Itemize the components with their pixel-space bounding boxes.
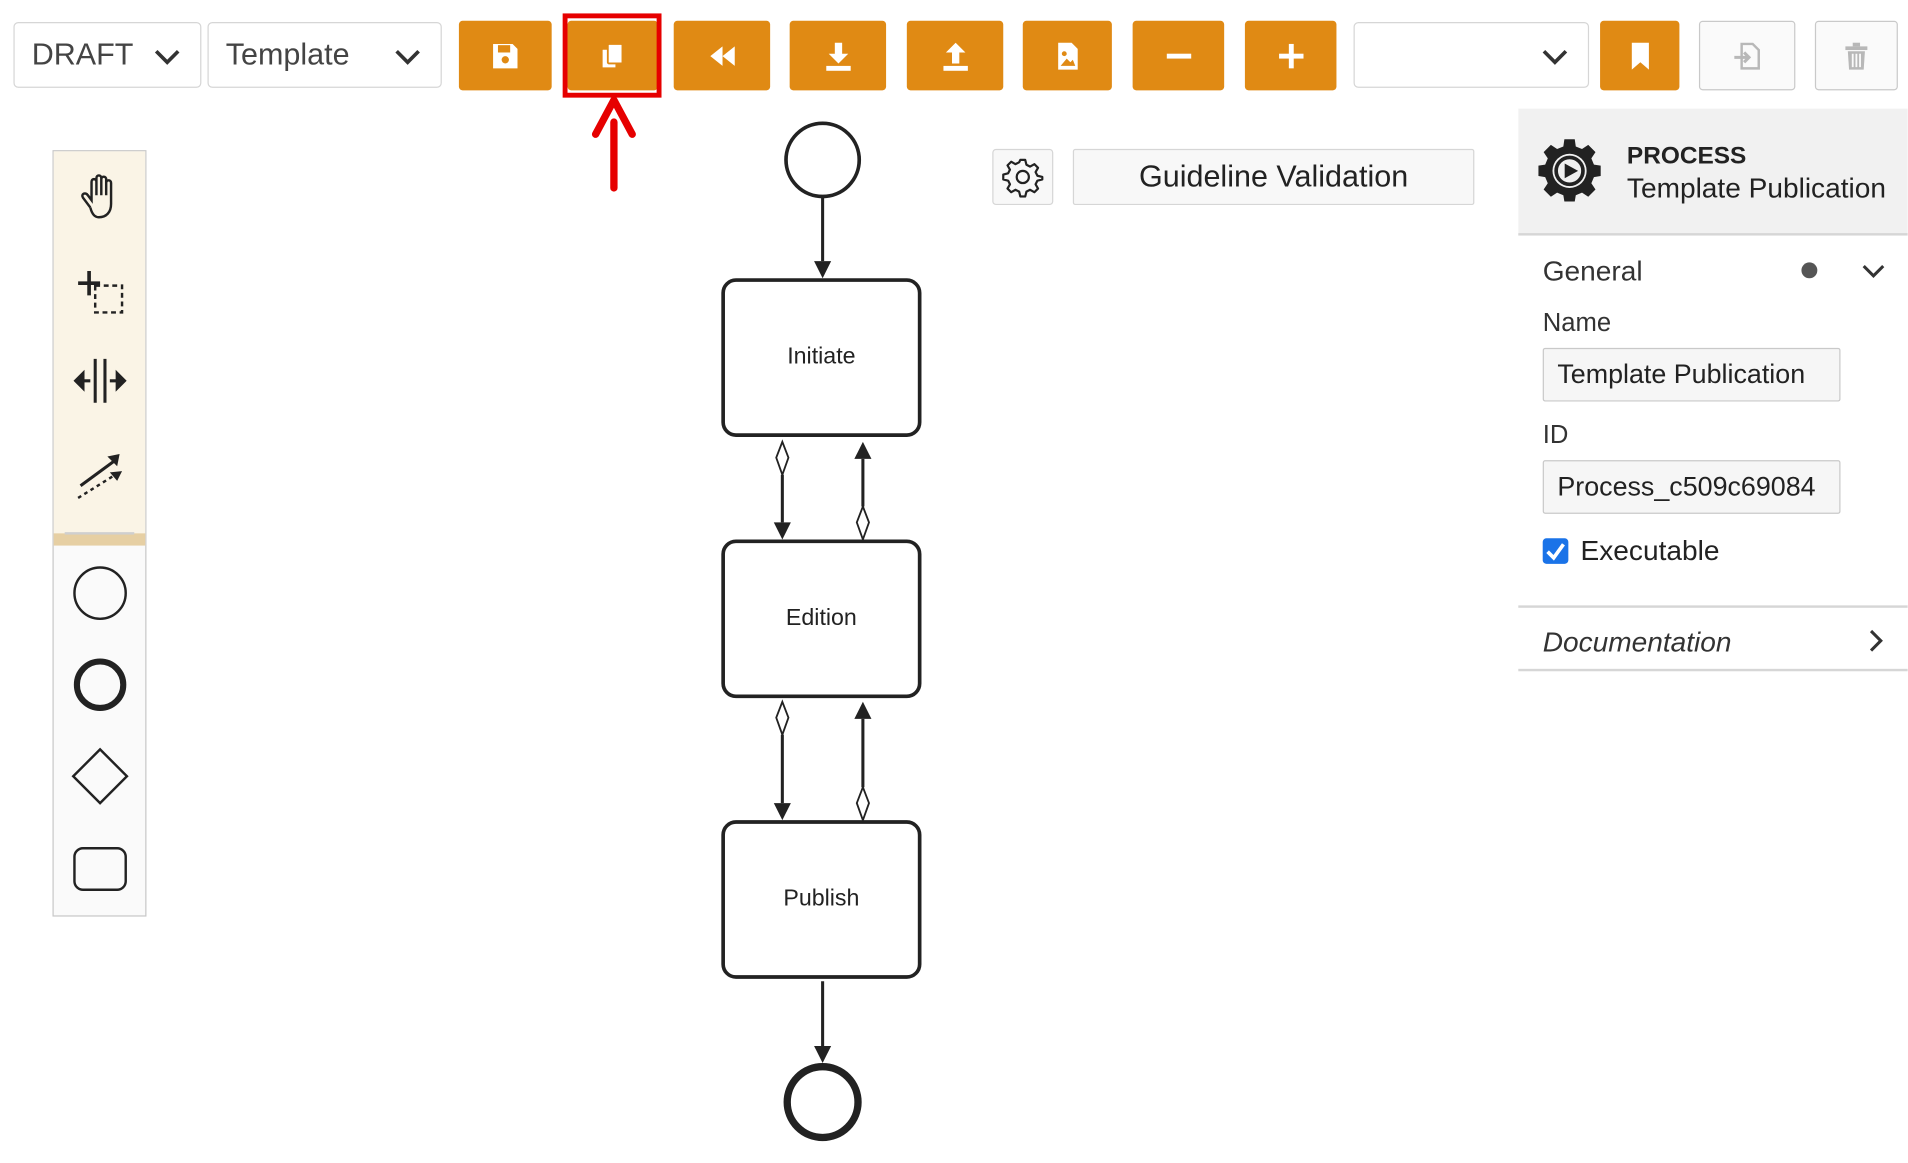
task-label: Publish bbox=[783, 886, 860, 912]
image-file-icon bbox=[1057, 42, 1078, 69]
element-name: Template Publication bbox=[1626, 172, 1886, 204]
upload-button[interactable] bbox=[906, 20, 1004, 91]
floppy-disk-icon bbox=[493, 43, 518, 68]
arrowhead bbox=[814, 1045, 832, 1064]
connect-tool-icon bbox=[77, 454, 123, 499]
space-tool-icon bbox=[73, 358, 127, 403]
end-event-icon bbox=[73, 658, 127, 711]
end-event-tool[interactable] bbox=[68, 653, 131, 716]
minus-icon bbox=[1166, 53, 1191, 58]
save-button[interactable] bbox=[458, 20, 552, 91]
guideline-validation-label: Guideline Validation bbox=[1139, 159, 1409, 194]
divider bbox=[1518, 605, 1908, 608]
chevron-down-icon bbox=[395, 49, 420, 65]
flow-publish-edition[interactable] bbox=[854, 701, 872, 823]
hand-tool[interactable] bbox=[68, 166, 131, 229]
id-label: ID bbox=[1542, 421, 1569, 450]
bookmark-icon bbox=[1631, 42, 1649, 69]
name-field[interactable]: Template Publication bbox=[1542, 347, 1841, 402]
lasso-tool-icon bbox=[78, 270, 124, 314]
download-icon bbox=[825, 42, 851, 71]
palette-tools-section bbox=[53, 151, 146, 546]
upload-icon bbox=[942, 42, 968, 71]
gateway-tool[interactable] bbox=[68, 745, 131, 808]
flow-edition-publish[interactable] bbox=[773, 699, 791, 821]
revert-button[interactable] bbox=[673, 20, 771, 91]
type-select[interactable]: Template bbox=[207, 21, 442, 88]
bookmark-button[interactable] bbox=[1600, 20, 1680, 91]
task-label: Initiate bbox=[787, 344, 856, 370]
chevron-down-icon bbox=[154, 49, 180, 65]
plus-icon bbox=[1278, 43, 1303, 68]
executable-checkbox[interactable] bbox=[1542, 538, 1569, 564]
zoom-in-button[interactable] bbox=[1244, 20, 1337, 91]
guideline-validation-button[interactable]: Guideline Validation bbox=[1072, 148, 1475, 206]
space-tool[interactable] bbox=[68, 349, 131, 412]
name-label: Name bbox=[1542, 308, 1612, 337]
task-edition[interactable]: Edition bbox=[721, 539, 922, 699]
chevron-down-icon bbox=[1542, 49, 1568, 65]
gear-icon bbox=[1002, 158, 1044, 198]
flow-initiate-edition[interactable] bbox=[773, 439, 791, 540]
rewind-icon bbox=[709, 45, 735, 66]
properties-header: PROCESS Template Publication bbox=[1518, 108, 1908, 236]
checkmark-icon bbox=[1546, 543, 1565, 561]
task-publish[interactable]: Publish bbox=[721, 820, 922, 979]
flow-edition-initiate[interactable] bbox=[854, 441, 872, 543]
end-event[interactable] bbox=[783, 1063, 862, 1142]
lasso-tool[interactable] bbox=[68, 259, 131, 322]
copy-icon bbox=[600, 42, 624, 69]
start-event[interactable] bbox=[784, 121, 862, 199]
executable-label: Executable bbox=[1580, 534, 1720, 567]
documentation-section-title: Documentation bbox=[1542, 626, 1732, 658]
documentation-section-header[interactable]: Documentation bbox=[1518, 608, 1907, 669]
properties-panel: PROCESS Template Publication General Nam… bbox=[1518, 108, 1908, 1163]
divider bbox=[1518, 668, 1908, 672]
task-label: Edition bbox=[785, 605, 857, 631]
zoom-out-button[interactable] bbox=[1132, 20, 1225, 91]
export-image-button[interactable] bbox=[1022, 20, 1112, 91]
id-field[interactable]: Process_c509c69084 bbox=[1542, 460, 1841, 514]
copy-button-highlight bbox=[562, 13, 662, 98]
status-select[interactable]: DRAFT bbox=[13, 21, 202, 88]
type-select-value: Template bbox=[225, 37, 350, 72]
task-tool[interactable] bbox=[68, 837, 131, 900]
annotation-arrow bbox=[591, 96, 636, 192]
chevron-down-icon bbox=[1862, 264, 1885, 278]
task-initiate[interactable]: Initiate bbox=[721, 278, 922, 437]
guideline-settings-button[interactable] bbox=[992, 148, 1054, 206]
palette-divider bbox=[64, 532, 135, 535]
arrowhead bbox=[814, 261, 832, 279]
general-section-header[interactable]: General bbox=[1518, 236, 1907, 299]
task-icon bbox=[73, 847, 127, 891]
changed-indicator-dot bbox=[1801, 262, 1818, 279]
element-type: PROCESS bbox=[1626, 142, 1747, 170]
start-event-tool[interactable] bbox=[68, 561, 131, 624]
delete-button[interactable] bbox=[1814, 20, 1898, 91]
gateway-icon bbox=[71, 747, 129, 805]
status-select-value: DRAFT bbox=[31, 37, 134, 72]
trash-icon bbox=[1845, 42, 1868, 69]
chevron-right-icon bbox=[1869, 629, 1883, 652]
connect-tool[interactable] bbox=[68, 442, 131, 505]
general-section-title: General bbox=[1542, 255, 1643, 287]
copy-button[interactable] bbox=[567, 20, 658, 91]
version-select[interactable] bbox=[1353, 21, 1590, 88]
download-button[interactable] bbox=[789, 20, 887, 91]
start-event-icon bbox=[73, 566, 127, 621]
file-import-icon bbox=[1733, 42, 1760, 69]
tool-palette bbox=[52, 150, 147, 917]
import-button[interactable] bbox=[1698, 20, 1796, 91]
hand-tool-icon bbox=[81, 174, 113, 219]
process-gear-icon bbox=[1538, 139, 1601, 202]
